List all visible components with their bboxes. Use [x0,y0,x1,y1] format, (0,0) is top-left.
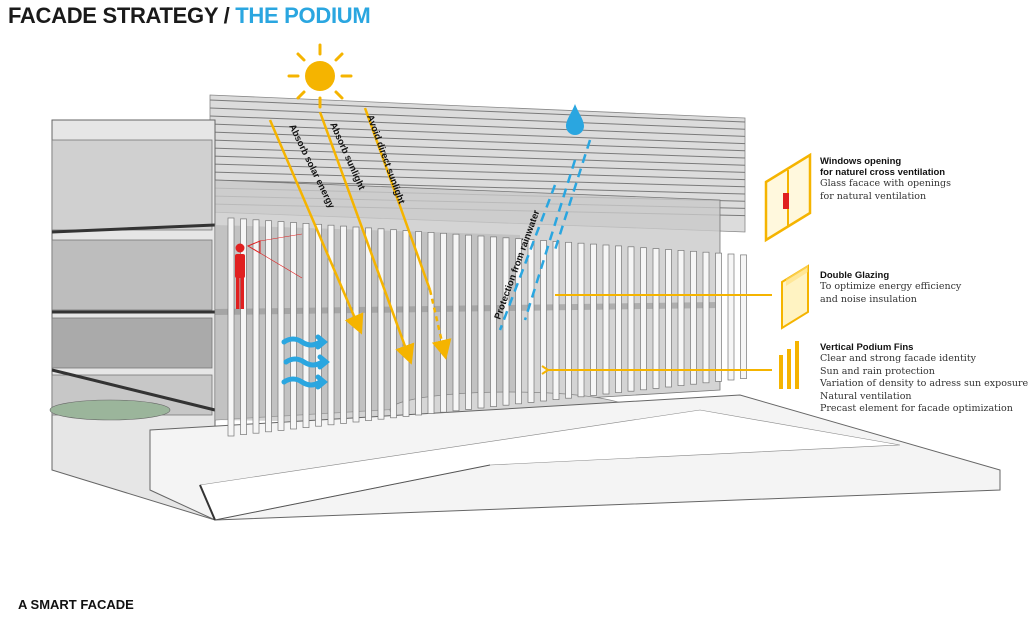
podium-fin [615,245,622,393]
podium-fin [602,244,610,395]
podium-fin [527,239,535,403]
annotation-double-glazing: Double Glazing To optimize energy effici… [820,270,961,306]
podium-fin [302,223,310,428]
podium-fin [502,237,510,406]
podium-fin [415,231,422,416]
louver [209,155,746,173]
podium-fin [515,238,522,405]
wind-arrows-icon [281,334,330,390]
podium-fin [590,243,597,396]
annotation-description-line: and noise insulation [820,293,917,305]
podium-fin [540,240,547,402]
louver [209,163,746,181]
sun-arrows [268,107,452,365]
podium-fin [240,218,247,435]
podium-fin [315,223,322,427]
louver [209,107,746,130]
podium-fin [327,224,335,426]
podium-fin [715,252,722,382]
podium-fin [702,251,710,384]
podium-fin [252,219,260,434]
podium-fin [552,241,560,400]
person-icon [235,233,303,309]
louver [209,147,746,166]
annotation-description-line: Glass facace with openings [820,178,951,189]
annotation-heading-line: Double Glazing [820,270,890,281]
podium-fin [452,233,460,412]
podium-fin [402,230,410,417]
title-part-1: FACADE STRATEGY / [8,3,230,28]
louver [209,99,746,123]
building-section [49,119,216,521]
podium-fin [340,225,347,424]
podium-fin [690,250,697,385]
podium-fin [740,254,747,379]
louver [209,179,746,195]
annotation-heading-line: for naturel cross ventilation [820,167,946,178]
podium-fin [652,248,660,389]
louver [209,171,746,188]
podium-fin [727,253,735,381]
annotation-heading-line: Windows opening [820,156,902,167]
podium-fin [627,246,635,392]
podium-fin [490,236,497,407]
annotation-heading-line: Vertical Podium Fins [820,342,914,353]
louver [209,139,746,159]
podium-fin [665,249,672,388]
annotation-description-line: To optimize energy efficiency [820,281,962,292]
annotation-description-line: Natural ventilation [820,390,912,402]
podium-fin [365,227,372,421]
podium-fin [465,234,472,410]
louver [209,115,746,137]
leader-lines [541,294,772,375]
annotation-description-line: for natural ventilation [820,190,927,202]
podium-fin [377,228,385,420]
page-title: FACADE STRATEGY / THE PODIUM [8,3,371,29]
annotation-windows-opening: Windows opening for naturel cross ventil… [820,156,951,203]
raindrop-icon [566,104,584,135]
vertical-fins-icon [779,341,799,389]
louver [209,131,746,152]
podium-fin [440,232,447,413]
podium-fin [565,241,572,399]
podium-fin [477,235,485,409]
podium-fin [640,247,647,391]
louver [209,123,746,145]
podium-fin [577,242,585,398]
ground-steps [149,394,1001,521]
podium-fin [427,232,435,414]
footer-caption: A SMART FACADE [18,597,134,612]
window-opening-icon [764,152,812,243]
annotation-vertical-fins: Vertical Podium Fins Clear and strong fa… [820,342,1028,416]
podium-fin [677,250,685,386]
annotation-description-line: Precast element for facade optimization [820,403,1013,414]
vertical-fins [227,217,747,437]
double-glazing-icon [781,264,809,330]
sun-icon [287,43,353,109]
rain-arrows [498,139,592,331]
annotation-description-line: Variation of density to adress sun expos… [820,378,1028,389]
podium-fin [277,221,285,431]
podium-fin [265,220,272,433]
annotation-description-line: Sun and rain protection [820,365,935,377]
annotation-description-line: Clear and strong facade identity [820,353,976,364]
title-part-2: THE PODIUM [235,3,371,28]
podium-fin [227,217,235,437]
podium-fin [290,222,297,430]
